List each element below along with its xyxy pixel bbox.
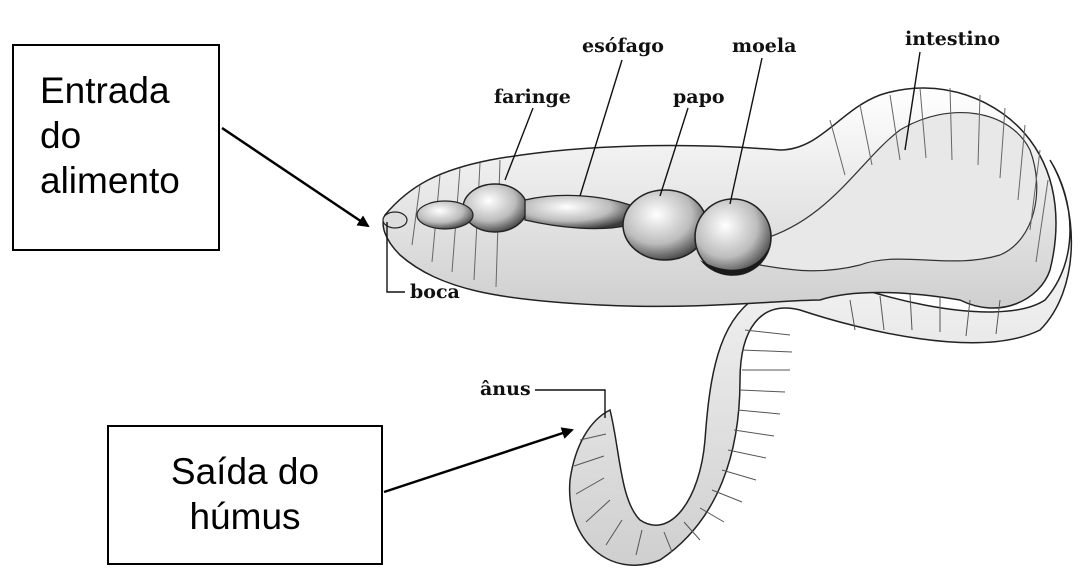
leader-anus: [535, 390, 605, 418]
arrow-saida: [384, 430, 572, 492]
label-papo: papo: [673, 86, 725, 108]
label-intestino: intestino: [905, 28, 1000, 50]
esophagus-shape: [525, 195, 630, 228]
callout-entrada-line-1: Entrada: [40, 68, 218, 113]
callout-entrada-line-3: alimento: [40, 158, 218, 203]
callout-saida-line-2: húmus: [109, 494, 381, 539]
label-esofago: esófago: [582, 35, 664, 57]
label-anus: ânus: [480, 378, 531, 400]
crop-shape: [623, 190, 707, 260]
pharynx-shape: [463, 184, 527, 232]
label-boca: boca: [410, 281, 460, 303]
callout-entrada-line-2: do: [40, 113, 218, 158]
label-moela: moela: [732, 35, 796, 57]
callout-saida-do-humus: Saída do húmus: [107, 425, 383, 565]
pharynx-front-shape: [417, 201, 473, 229]
arrow-entrada: [222, 128, 368, 226]
callout-saida-line-1: Saída do: [109, 449, 381, 494]
label-faringe: faringe: [494, 86, 571, 108]
callout-entrada-do-alimento: Entrada do alimento: [12, 44, 220, 251]
